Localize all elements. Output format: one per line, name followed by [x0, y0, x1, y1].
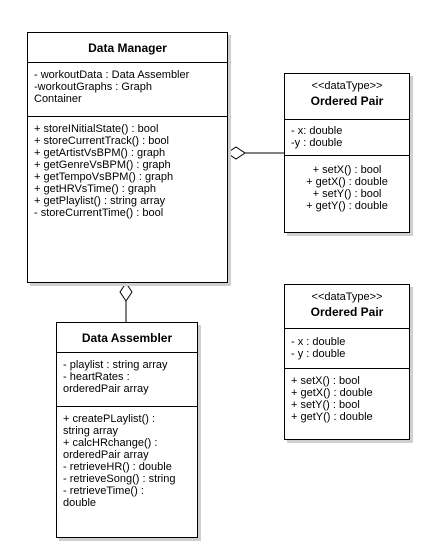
method: + getY() : double	[291, 411, 373, 423]
method: + getArtistVsBPM() : graph	[34, 147, 166, 159]
data-assembler-attributes: - playlist : string array - heartRates :…	[57, 353, 197, 407]
attribute: orderedPair array	[63, 383, 149, 395]
attribute: - x: double	[291, 125, 343, 137]
method: + calcHRchange() :	[63, 437, 158, 449]
attribute: - y : double	[291, 348, 346, 360]
attribute: - workoutData : Data Assembler	[34, 69, 190, 81]
attribute: - playlist : string array	[63, 359, 168, 371]
attribute: - heartRates :	[63, 371, 130, 383]
method: + getGenreVsBPM() : graph	[34, 159, 171, 171]
data-assembler-methods: + createPLaylist() : string array + calc…	[57, 407, 197, 509]
data-manager-attributes: - workoutData : Data Assembler -workoutG…	[28, 63, 227, 117]
method: double	[63, 497, 97, 509]
stereotype: <<dataType>>	[311, 80, 383, 92]
data-manager-class: Data Manager - workoutData : Data Assemb…	[27, 32, 228, 283]
method: - retrieveTime() :	[63, 485, 144, 497]
assembler-aggregation-diamond	[119, 282, 133, 302]
attribute: -workoutGraphs : Graph	[34, 81, 152, 93]
ordered-pair-class-1: <<dataType>> Ordered Pair - x: double -y…	[284, 73, 410, 233]
method: - retrieveHR() : double	[63, 461, 172, 473]
method: + getTempoVsBPM() : graph	[34, 171, 174, 183]
ordered-pair-class-2: <<dataType>> Ordered Pair - x : double -…	[284, 284, 410, 440]
ordered-pair-2-title: Ordered Pair	[310, 305, 384, 319]
ordered-pair-1-methods: + setX() : bool + getX() : double + setY…	[285, 156, 409, 212]
method: + storeINitialState() : bool	[34, 123, 159, 135]
attribute: -y : double	[291, 137, 343, 149]
method: string array	[63, 425, 119, 437]
method: + setY() : bool	[291, 399, 360, 411]
method: + getHRVsTime() : graph	[34, 183, 156, 195]
ordered-pair-2-header: <<dataType>> Ordered Pair	[285, 285, 409, 329]
stereotype: <<dataType>>	[311, 291, 383, 303]
data-manager-header: Data Manager	[28, 33, 227, 63]
attribute: - x : double	[291, 336, 346, 348]
method: - storeCurrentTime() : bool	[34, 207, 164, 219]
ordered-pair-1-attributes: - x: double -y : double	[285, 120, 409, 156]
method: - retrieveSong() : string	[63, 473, 176, 485]
method: + setX() : bool	[291, 375, 360, 387]
method: orderedPair array	[63, 449, 149, 461]
method: + createPLaylist() :	[63, 413, 156, 425]
method: + getY() : double	[306, 200, 388, 212]
attribute: Container	[34, 93, 82, 105]
ordered-pair-2-attributes: - x : double - y : double	[285, 329, 409, 369]
method: + getPlaylist() : string array	[34, 195, 166, 207]
data-manager-methods: + storeINitialState() : bool + storeCurr…	[28, 117, 227, 219]
method: + setX() : bool	[312, 164, 382, 176]
method: + storeCurrentTrack() : bool	[34, 135, 169, 147]
ordered-pair-2-methods: + setX() : bool + getX() : double + setY…	[285, 369, 409, 423]
method: + getX() : double	[306, 176, 388, 188]
ordered-pair-1-title: Ordered Pair	[310, 94, 384, 108]
data-assembler-title: Data Assembler	[81, 331, 173, 345]
orderedpair-aggregation-diamond	[226, 146, 246, 160]
method: + getX() : double	[291, 387, 373, 399]
data-assembler-class: Data Assembler - playlist : string array…	[56, 322, 198, 538]
ordered-pair-1-header: <<dataType>> Ordered Pair	[285, 74, 409, 120]
data-assembler-header: Data Assembler	[57, 323, 197, 353]
data-manager-title: Data Manager	[88, 41, 167, 55]
method: + setY() : bool	[312, 188, 382, 200]
